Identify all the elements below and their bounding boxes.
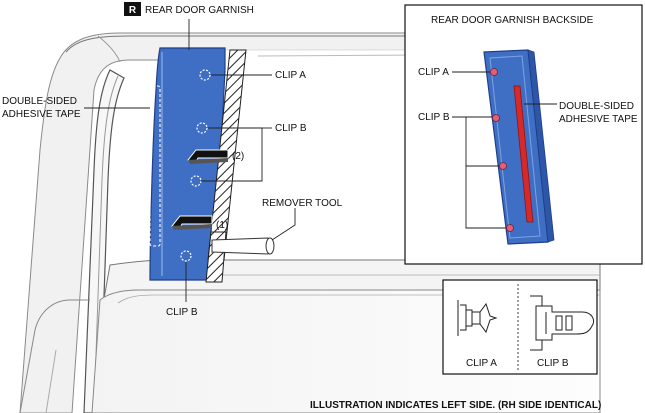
main-label-step1: (1) (216, 220, 228, 231)
inset-clips: CLIP A CLIP B (442, 279, 598, 375)
pry-arrow-1 (171, 215, 213, 230)
main-label-tape-line1: DOUBLE-SIDED (2, 96, 77, 107)
title-text: REAR DOOR GARNISH (145, 5, 254, 16)
clip-b-marker-lower (180, 250, 192, 262)
clip-a-marker (199, 69, 211, 81)
inset-clips-label-a: CLIP A (466, 358, 497, 369)
main-label-remover-tool: REMOVER TOOL (262, 198, 343, 209)
inset-backside-title: REAR DOOR GARNISH BACKSIDE (431, 15, 594, 26)
pry-arrow-2 (187, 149, 229, 164)
inset-clip-a (490, 68, 498, 76)
footer-note: ILLUSTRATION INDICATES LEFT SIDE. (RH SI… (310, 400, 601, 411)
main-label-tape-line2: ADHESIVE TAPE (2, 109, 81, 120)
inset-label-clip-b: CLIP B (418, 112, 450, 123)
inset-clip-b-3 (506, 224, 514, 232)
inset-label-clip-a: CLIP A (418, 67, 449, 78)
adhesive-tape-outline (149, 85, 161, 247)
inset-clips-label-b: CLIP B (537, 358, 569, 369)
clip-b-profile-icon (530, 295, 595, 351)
leader-lines-main (84, 19, 296, 302)
remover-tool (211, 237, 275, 255)
inset-label-tape-line2: ADHESIVE TAPE (559, 114, 638, 125)
main-label-clip-b-lower: CLIP B (166, 307, 198, 318)
title-badge-text: R (129, 5, 137, 16)
main-label-clip-b-upper: CLIP B (275, 123, 307, 134)
main-label-step2: (2) (232, 151, 244, 162)
inset-clip-b-2 (499, 162, 507, 170)
clip-b-marker-upper (196, 122, 208, 134)
main-label-clip-a: CLIP A (275, 70, 306, 81)
inset-backside: REAR DOOR GARNISH BACKSIDE CLIP A CLIP B… (404, 4, 643, 265)
title-badge: R (124, 2, 141, 16)
inset-clip-b-1 (492, 114, 500, 122)
inset-adhesive-tape (513, 85, 534, 223)
inset-label-tape-line1: DOUBLE-SIDED (559, 101, 634, 112)
clip-a-profile-icon (457, 300, 498, 336)
